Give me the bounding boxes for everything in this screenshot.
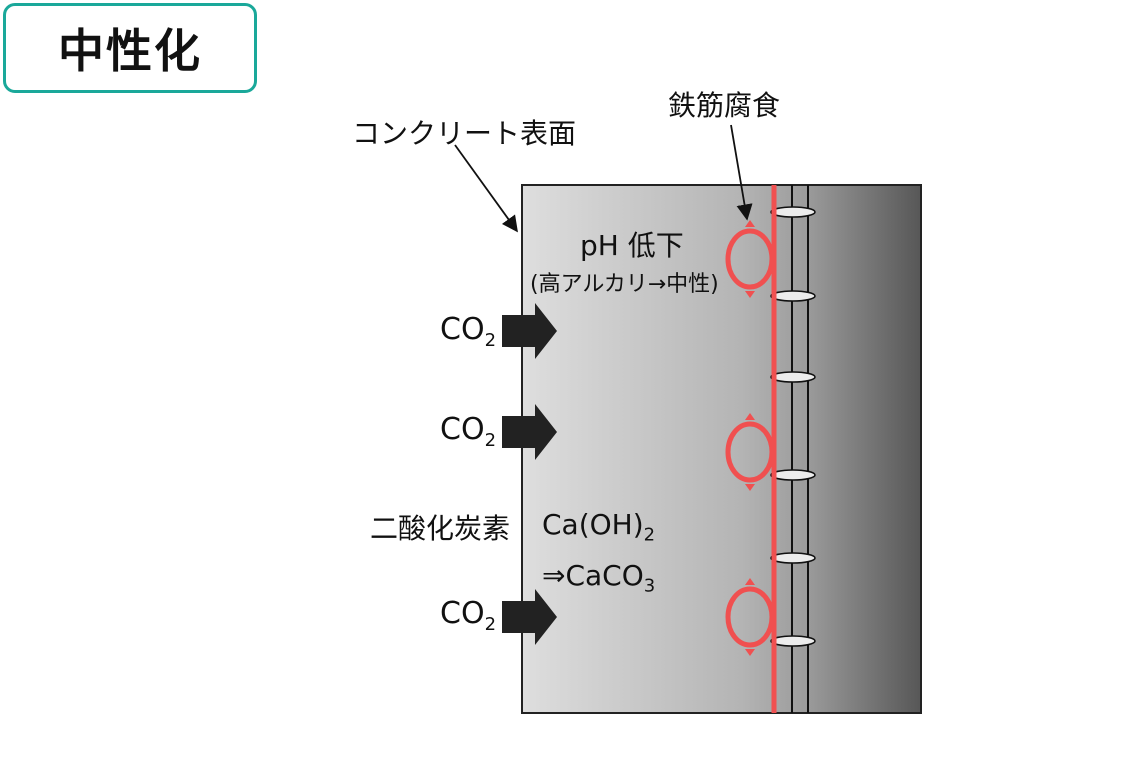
co2-label: CO2 <box>440 412 497 451</box>
rebar-corrosion-label: 鉄筋腐食 <box>668 89 781 122</box>
co2-label: CO2 <box>440 596 497 635</box>
concrete-block <box>521 184 922 714</box>
ph-detail-label: (高アルカリ→中性) <box>530 272 719 297</box>
corrosion-bubbles <box>725 228 775 648</box>
corrosion-bubble-tips <box>745 220 755 656</box>
ph-drop-label: pH 低下 <box>580 229 684 262</box>
co2-arrow-3 <box>502 589 557 645</box>
page-title: 中性化 <box>58 24 202 78</box>
surface-pointer-arrow <box>454 144 518 233</box>
title-box: 中性化 <box>3 3 257 93</box>
co2-arrow-2 <box>502 404 557 460</box>
concrete-surface-label: コンクリート表面 <box>352 117 577 150</box>
carbon-dioxide-label: 二酸化炭素 <box>370 512 511 545</box>
rebar-bars <box>791 185 809 713</box>
stirrup-rings <box>770 206 816 647</box>
reaction-product: ⇒CaCO3 <box>542 558 656 597</box>
co2-arrow-1 <box>502 303 557 359</box>
co2-label: CO2 <box>440 312 497 351</box>
reaction-reactant: Ca(OH)2 <box>542 508 656 546</box>
corrosion-pointer-arrow <box>730 124 753 221</box>
reaction-formula: Ca(OH)2 ⇒CaCO3 <box>542 505 655 606</box>
